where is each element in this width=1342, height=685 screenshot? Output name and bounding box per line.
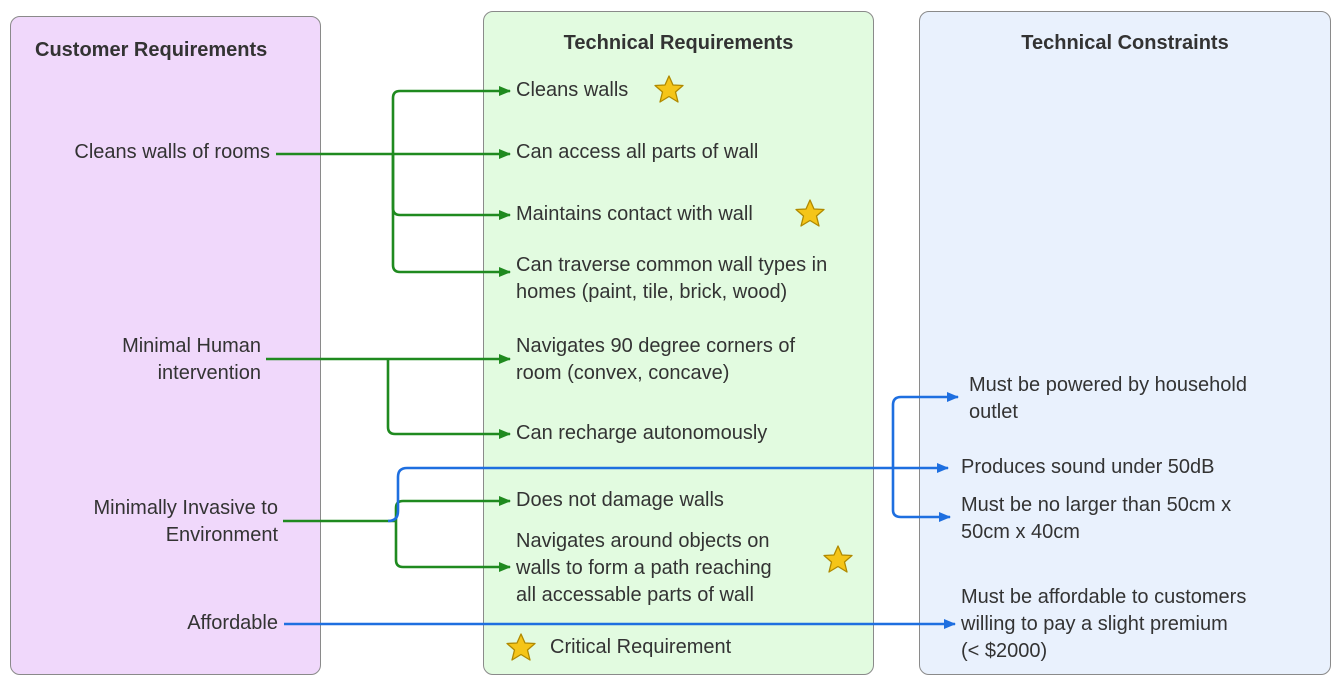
customer-req-affordable: Affordable	[187, 612, 278, 634]
customer-req-cleans-walls: Cleans walls of rooms	[74, 141, 270, 163]
customer-req-minimally-invasive-l2: Environment	[165, 524, 278, 546]
constraint-size-l2: 50cm x 40cm	[961, 521, 1080, 543]
tech-req-objects-l1: Navigates around objects on	[516, 530, 770, 552]
link-to-sound	[387, 463, 949, 523]
tech-req-recharge: Can recharge autonomously	[516, 422, 768, 444]
constraint-afford-l2: willing to pay a slight premium	[961, 613, 1228, 635]
tech-req-objects-l3: all accessable parts of wall	[516, 584, 754, 606]
technical-requirements-panel: Technical Requirements	[483, 11, 874, 675]
link-to-power	[891, 392, 959, 468]
star-icon	[654, 75, 684, 103]
technical-constraints-panel: Technical Constraints	[919, 11, 1331, 675]
tech-req-access-all: Can access all parts of wall	[516, 141, 759, 163]
technical-requirements-heading: Technical Requirements	[563, 32, 794, 54]
constraint-afford-l3: (< $2000)	[961, 640, 1048, 662]
tech-req-cleans-walls: Cleans walls	[516, 79, 629, 101]
tech-req-no-damage: Does not damage walls	[516, 489, 724, 511]
link-constraints-group	[284, 392, 959, 629]
customer-req-minimal-human-l2: intervention	[157, 362, 261, 384]
star-icon	[795, 199, 825, 227]
technical-constraints-heading: Technical Constraints	[1021, 32, 1229, 54]
tech-req-corners-l2: room (convex, concave)	[516, 362, 730, 384]
link-minimally-invasive-group	[283, 496, 511, 572]
link-to-recharge	[386, 359, 511, 439]
tech-req-objects-l2: walls to form a path reaching	[516, 557, 772, 579]
tech-req-traverse-l2: homes (paint, tile, brick, wood)	[516, 281, 788, 303]
customer-requirements-heading: Customer Requirements	[35, 39, 268, 61]
star-icon	[823, 545, 853, 573]
customer-requirements-panel: Customer Requirements	[10, 16, 321, 675]
link-to-no-damage	[394, 496, 511, 521]
tech-req-maintains-contact: Maintains contact with wall	[516, 203, 753, 225]
link-cleans-walls-group	[276, 86, 511, 277]
customer-req-minimal-human-l1: Minimal Human	[122, 335, 261, 357]
tech-req-corners-l1: Navigates 90 degree corners of	[516, 335, 796, 357]
customer-req-minimally-invasive-l1: Minimally Invasive to	[93, 497, 278, 519]
link-minimal-human-group	[266, 354, 511, 439]
link-to-cleans-walls	[391, 86, 511, 154]
link-to-traverse	[391, 154, 511, 277]
link-to-objects	[394, 521, 511, 572]
constraint-afford-l1: Must be affordable to customers	[961, 586, 1247, 608]
constraint-power-l2: outlet	[969, 401, 1018, 423]
legend-label: Critical Requirement	[550, 636, 732, 658]
link-to-maintains-contact	[391, 154, 511, 220]
tech-req-traverse-l1: Can traverse common wall types in	[516, 254, 828, 276]
constraint-sound: Produces sound under 50dB	[961, 456, 1215, 478]
constraint-size-l1: Must be no larger than 50cm x	[961, 494, 1232, 516]
constraint-power-l1: Must be powered by household	[969, 374, 1247, 396]
star-icon	[506, 633, 536, 661]
link-to-size	[891, 468, 951, 522]
